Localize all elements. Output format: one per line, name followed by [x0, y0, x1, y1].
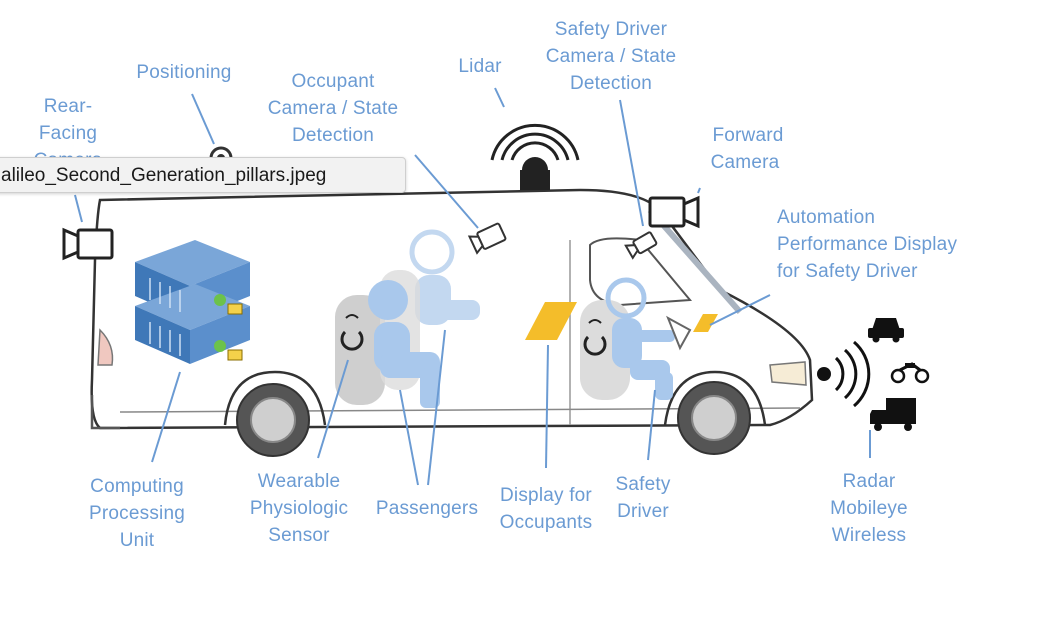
label-safety-camera-line3: Detection	[570, 73, 652, 94]
rear-seat	[335, 295, 385, 405]
label-safety-camera-line1: Safety Driver	[555, 19, 668, 40]
label-safety-camera-line2: Camera / State	[546, 46, 677, 67]
front-wheel	[663, 370, 767, 455]
label-positioning: Positioning	[136, 62, 231, 83]
rear-camera-icon	[62, 227, 114, 261]
lidar-icon	[490, 123, 580, 190]
label-safety-driver-line1: Safety	[615, 474, 670, 495]
label-passengers: Passengers	[376, 498, 478, 519]
label-display-line2: Occupants	[500, 512, 593, 533]
label-computing-line3: Unit	[120, 530, 155, 551]
automation-display	[693, 314, 718, 332]
driver-camera-icon	[624, 231, 658, 260]
label-radar-line2: Mobileye	[830, 498, 908, 519]
occupant-display	[525, 302, 577, 340]
label-occupant-camera-line3: Detection	[292, 125, 374, 146]
computing-unit-icon	[135, 240, 250, 364]
label-wearable-line2: Physiologic	[250, 498, 348, 519]
label-safety-driver-line2: Driver	[617, 501, 669, 522]
label-occupant-camera-line2: Camera / State	[268, 98, 399, 119]
filename-tooltip: alileo_Second_Generation_pillars.jpeg	[0, 157, 406, 193]
rear-wheel	[223, 370, 327, 457]
leader-lines	[74, 87, 871, 486]
label-forward-camera-line2: Camera	[711, 152, 780, 173]
label-wearable-line3: Sensor	[268, 525, 330, 546]
label-occupant-camera-line1: Occupant	[292, 71, 375, 92]
label-automation-line2: Performance Display	[777, 234, 957, 255]
label-display-line1: Display for	[500, 485, 592, 506]
label-rear-facing-line2: Facing	[39, 123, 97, 144]
label-computing-line2: Processing	[89, 503, 185, 524]
car-icon	[868, 318, 904, 343]
forward-camera-icon	[648, 195, 700, 229]
label-automation-line1: Automation	[777, 207, 875, 228]
label-lidar: Lidar	[458, 56, 502, 77]
occupant-camera-icon	[467, 222, 507, 255]
label-rear-facing-line1: Rear-	[44, 96, 93, 117]
passenger-back-figure	[409, 229, 480, 325]
truck-icon	[870, 398, 916, 431]
passenger-front-figure	[368, 270, 440, 408]
label-computing-line1: Computing	[90, 476, 184, 497]
steering-wheel	[666, 315, 692, 351]
label-forward-camera-line1: Forward	[712, 125, 783, 146]
label-automation-line3: for Safety Driver	[777, 261, 918, 282]
radar-icon	[817, 340, 871, 408]
label-wearable-line1: Wearable	[258, 471, 341, 492]
motorcycle-icon	[890, 362, 930, 384]
safety-driver-figure	[605, 277, 675, 400]
label-radar-line1: Radar	[843, 471, 896, 492]
label-radar-line3: Wireless	[832, 525, 906, 546]
